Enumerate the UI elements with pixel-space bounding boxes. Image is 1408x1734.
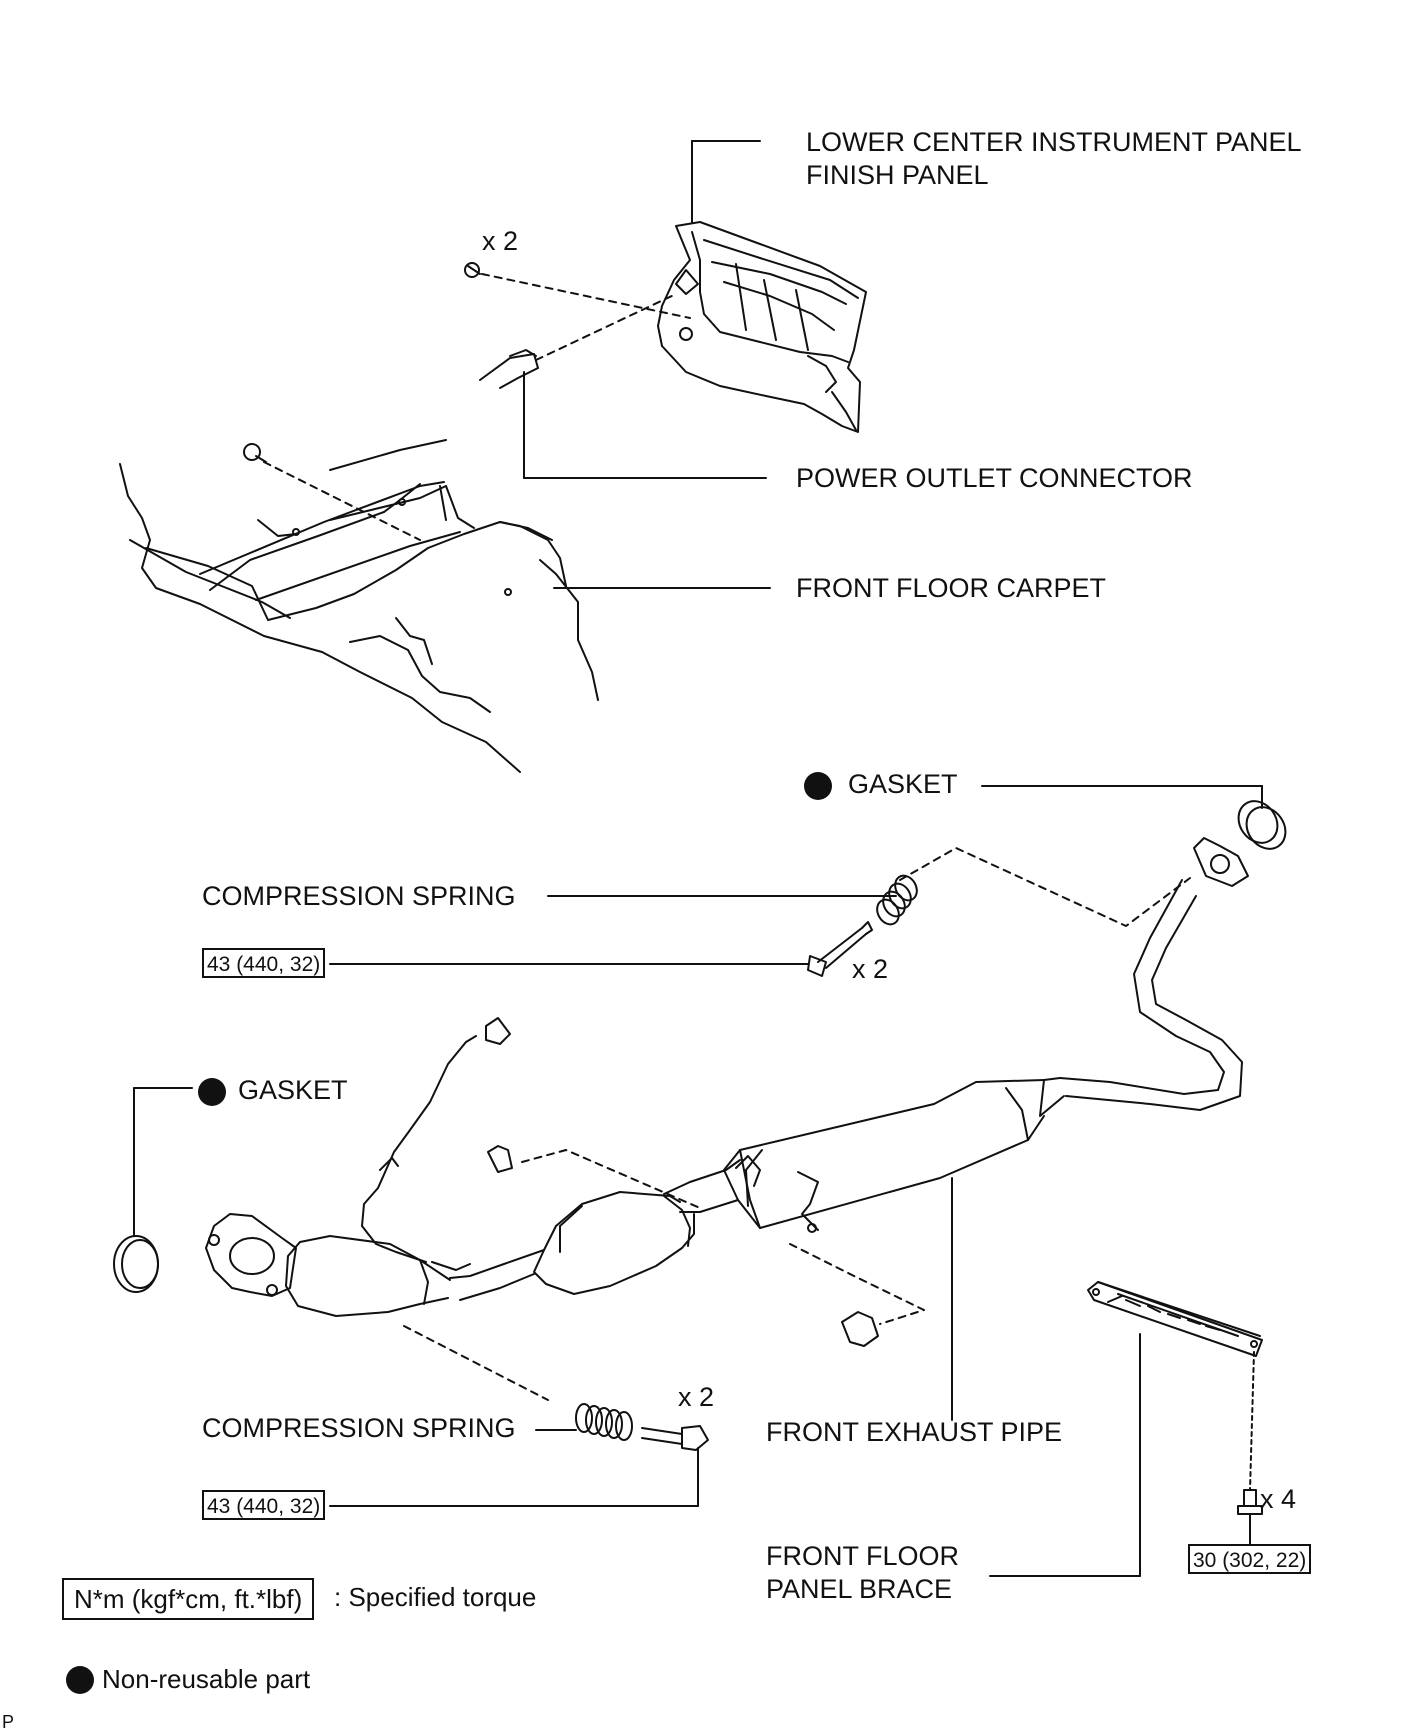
- power-outlet-label: POWER OUTLET CONNECTOR: [796, 463, 1193, 493]
- non-reusable-marker-gasket-top: [804, 772, 832, 800]
- floor-carpet-label: FRONT FLOOR CARPET: [796, 573, 1107, 603]
- carpet-clip-drawing: [243, 443, 267, 463]
- spring-top-label: COMPRESSION SPRING: [202, 881, 516, 911]
- exhaust-pipe-drawing: [205, 837, 1249, 1347]
- connector-dashed-leader: [535, 293, 677, 361]
- spring-bottom-drawing: [575, 1403, 633, 1441]
- finish-panel-drawing: [657, 221, 867, 433]
- brace-bolt-quantity: x 4: [1260, 1484, 1297, 1514]
- gasket-left-drawing: [113, 1235, 159, 1293]
- panel-brace-drawing: [1087, 1281, 1263, 1357]
- non-reusable-marker-gasket-left: [198, 1078, 226, 1106]
- brace-bolt-drawing: [1237, 1489, 1263, 1515]
- clip-drawing: [464, 262, 481, 278]
- gasket-left-label: GASKET: [238, 1075, 348, 1105]
- carpet-clip-dashed-leader: [263, 461, 421, 541]
- hanger-left-dashed-leader: [521, 1149, 701, 1209]
- legend-non-reusable-text: Non-reusable part: [102, 1664, 311, 1694]
- torque-bottom-badge: 43 (440, 32): [202, 1490, 326, 1520]
- legend-torque-text: : Specified torque: [334, 1582, 537, 1612]
- gasket-top-drawing: [1237, 800, 1287, 850]
- hanger-bottom-dashed-leader: [789, 1243, 925, 1325]
- floor-carpet-drawing: [119, 439, 599, 773]
- spring-bottom-dashed-leader: [403, 1325, 549, 1401]
- gasket-top-label: GASKET: [848, 769, 958, 799]
- spring-top-drawing: [876, 874, 918, 926]
- bolt-bottom-quantity: x 2: [678, 1382, 715, 1412]
- spring-top-dashed-leader: [899, 847, 1191, 927]
- panel-brace-dashed-leader: [1249, 1351, 1255, 1491]
- torque-brace-badge: 30 (302, 22): [1188, 1544, 1312, 1574]
- bolt-top-quantity: x 2: [852, 954, 889, 984]
- bolt-bottom-drawing: [641, 1425, 709, 1451]
- finish-panel-label: LOWER CENTER INSTRUMENT PANEL FINISH PAN…: [806, 127, 1302, 190]
- clip-quantity: x 2: [482, 226, 519, 256]
- exhaust-pipe-label: FRONT EXHAUST PIPE: [766, 1417, 1063, 1447]
- bolt-top-drawing: [807, 921, 873, 977]
- legend-torque-box: N*m (kgf*cm, ft.*lbf): [62, 1578, 315, 1620]
- clip-dashed-leader: [481, 273, 691, 319]
- legend-non-reusable-marker: [66, 1666, 94, 1694]
- corner-mark: P: [2, 1712, 15, 1732]
- panel-brace-label: FRONT FLOOR PANEL BRACE: [766, 1541, 960, 1604]
- torque-top-badge: 43 (440, 32): [202, 948, 326, 978]
- spring-bottom-label: COMPRESSION SPRING: [202, 1413, 516, 1443]
- power-outlet-connector-drawing: [479, 349, 539, 389]
